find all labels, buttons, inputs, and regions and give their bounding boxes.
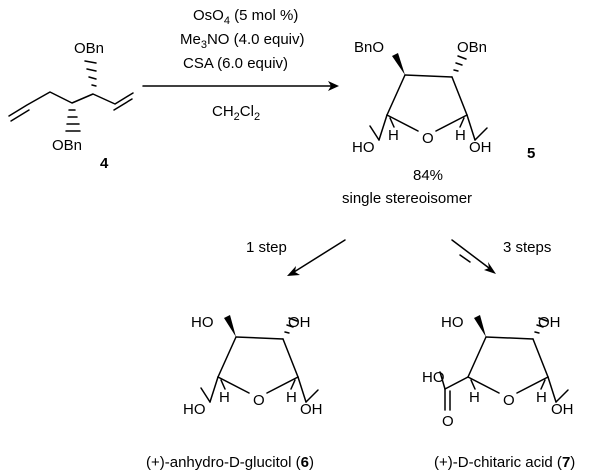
bond-ch2-right xyxy=(297,376,307,403)
reagent-line-1: OsO4 (5 mol %) xyxy=(193,7,298,27)
bond-ch2-right xyxy=(466,114,476,141)
compound-7: HO OH HO O OH H H O (+)-D-chitaric acid … xyxy=(422,314,575,471)
oh-label: OH xyxy=(469,139,492,156)
oh-top-label: OH xyxy=(538,314,561,331)
diene-chain xyxy=(8,91,134,117)
arrow-three-steps-tick xyxy=(459,254,471,263)
ring-bond-c3-c4 xyxy=(485,336,534,340)
obn-label: OBn xyxy=(457,39,487,56)
obn-bottom-label: OBn xyxy=(52,137,82,154)
bond-h-right xyxy=(459,117,465,128)
ho-bottom-label: HO xyxy=(183,401,206,418)
ring-bond-c2-o xyxy=(386,114,419,132)
ring-bond-c4-c5 xyxy=(282,338,299,378)
vinyl-right-double-bond xyxy=(113,98,133,111)
bond-h-left xyxy=(220,379,226,390)
ring-bond-c3-c4 xyxy=(235,336,284,340)
vinyl-left-double-bond xyxy=(10,109,30,122)
wedge-ho xyxy=(474,315,486,337)
compound-6: HO OH HO OH H H O (+)-anhydro-D-glucitol… xyxy=(146,314,323,471)
bond-h-right xyxy=(290,379,296,390)
hashed-bond-top xyxy=(84,60,97,87)
reaction-arrow-top: OsO4 (5 mol %) Me3NO (4.0 equiv) CSA (6.… xyxy=(142,7,339,123)
h-right-label: H xyxy=(536,389,547,406)
compound-5: BnO OBn HO OH H H O 5 84% single stereoi… xyxy=(342,39,535,207)
bond-ch2oh-left xyxy=(369,125,380,141)
ring-bond-c5-o xyxy=(516,376,549,394)
compound-6-name: (+)-anhydro-D-glucitol (6) xyxy=(146,454,314,471)
hashed-bond-oh xyxy=(284,317,298,334)
wedge-ho xyxy=(224,315,236,337)
ho-acid-label: HO xyxy=(422,369,445,386)
ring-oxygen-label: O xyxy=(503,392,515,409)
ho-label: HO xyxy=(352,139,375,156)
yield-label: 84% xyxy=(413,167,443,184)
arrow-three-steps-shaft xyxy=(451,239,490,269)
hashed-bond-oh xyxy=(534,317,548,334)
solvent-label: CH2Cl2 xyxy=(212,103,260,123)
bond-c-cooh xyxy=(444,376,469,390)
bond-c-oh-acid xyxy=(439,371,446,390)
bond-ch2oh-right xyxy=(305,389,319,403)
bond-ch2-left xyxy=(209,376,219,403)
arrow-three-steps-head xyxy=(484,262,496,274)
selectivity-label: single stereoisomer xyxy=(342,190,472,207)
carbonyl-oxygen-label: O xyxy=(442,413,454,430)
bond-ch2-left xyxy=(378,114,388,141)
h-left-label: H xyxy=(469,389,480,406)
ring-bond-c3-c2 xyxy=(217,336,237,378)
h-left-label: H xyxy=(388,127,399,144)
wedge-bno xyxy=(392,53,405,75)
h-right-label: H xyxy=(286,389,297,406)
ring-bond-c2-o xyxy=(467,376,500,394)
reagent-line-2: Me3NO (4.0 equiv) xyxy=(180,31,305,51)
oh-bottom-label: OH xyxy=(551,401,574,418)
oh-top-label: OH xyxy=(288,314,311,331)
ring-oxygen-label: O xyxy=(422,130,434,147)
arrow-one-step-shaft xyxy=(293,239,346,273)
arrow-three-steps: 3 steps xyxy=(451,239,551,274)
bond-ch2oh-right xyxy=(474,127,488,141)
reagent-line-3: CSA (6.0 equiv) xyxy=(183,55,288,72)
one-step-label: 1 step xyxy=(246,239,287,256)
ring-bond-c3-c4 xyxy=(404,74,453,78)
h-right-label: H xyxy=(455,127,466,144)
ring-bond-c3-c2 xyxy=(467,336,487,378)
bond-ch2oh-right xyxy=(555,389,569,403)
ring-bond-c4-c5 xyxy=(532,338,549,378)
bno-label: BnO xyxy=(354,39,384,56)
ring-bond-c5-o xyxy=(435,114,468,132)
bond-h-left xyxy=(470,379,476,390)
compound-4: OBn OBn 4 xyxy=(8,40,134,172)
ring-bond-c2-o xyxy=(217,376,250,394)
hashed-bond-bottom xyxy=(65,109,81,132)
ring-bond-c5-o xyxy=(266,376,299,394)
h-left-label: H xyxy=(219,389,230,406)
arrow-one-step: 1 step xyxy=(246,239,346,276)
ho-top-label: HO xyxy=(441,314,464,331)
compound-5-number: 5 xyxy=(527,145,535,162)
bond-h-left xyxy=(389,117,395,128)
ring-bond-c4-c5 xyxy=(451,76,468,116)
arrow-head xyxy=(328,81,339,91)
ring-oxygen-label: O xyxy=(253,392,265,409)
bond-ch2-right xyxy=(547,376,557,403)
three-steps-label: 3 steps xyxy=(503,239,551,256)
bond-h-right xyxy=(540,379,546,390)
ho-top-label: HO xyxy=(191,314,214,331)
bond-ch2oh-left xyxy=(200,387,211,403)
compound-4-number: 4 xyxy=(100,155,109,172)
compound-7-name: (+)-D-chitaric acid (7) xyxy=(434,454,575,471)
arrow-one-step-head xyxy=(287,266,300,276)
obn-top-label: OBn xyxy=(74,40,104,57)
ring-bond-c3-c2 xyxy=(386,74,406,116)
hashed-bond-obn xyxy=(453,55,467,72)
oh-bottom-label: OH xyxy=(300,401,323,418)
